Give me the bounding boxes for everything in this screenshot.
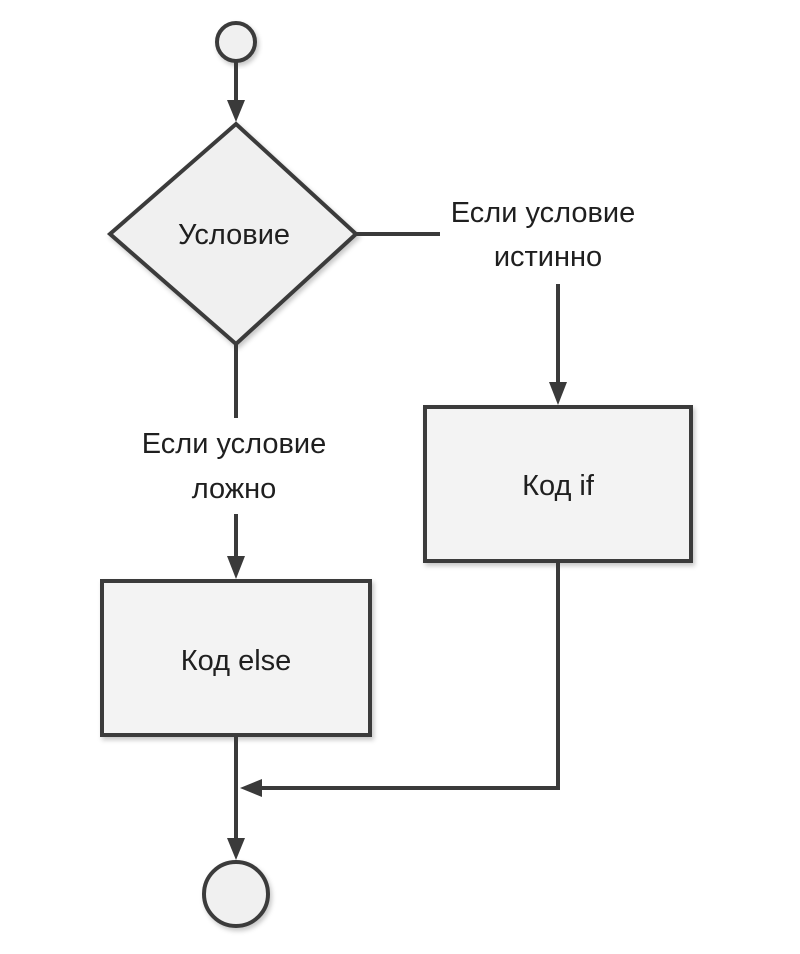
false-branch-label-line2: ложно xyxy=(192,473,277,505)
if-code-label: Код if xyxy=(522,470,595,502)
end-node xyxy=(202,860,270,928)
if-code-block xyxy=(423,405,693,563)
arrowhead-down-icon xyxy=(227,838,245,860)
start-node xyxy=(215,21,257,63)
false-branch-label-line1: Если условие xyxy=(142,428,326,460)
else-code-label: Код else xyxy=(181,645,292,677)
true-branch-label-line2: истинно xyxy=(494,241,602,273)
true-branch-label-line1: Если условие xyxy=(451,197,635,229)
arrowhead-down-icon xyxy=(227,100,245,122)
arrowhead-down-icon xyxy=(227,556,245,579)
arrowhead-left-icon xyxy=(240,779,262,797)
decision-label: Условие xyxy=(178,219,290,251)
arrowhead-down-icon xyxy=(549,382,567,405)
else-code-block xyxy=(100,579,372,737)
